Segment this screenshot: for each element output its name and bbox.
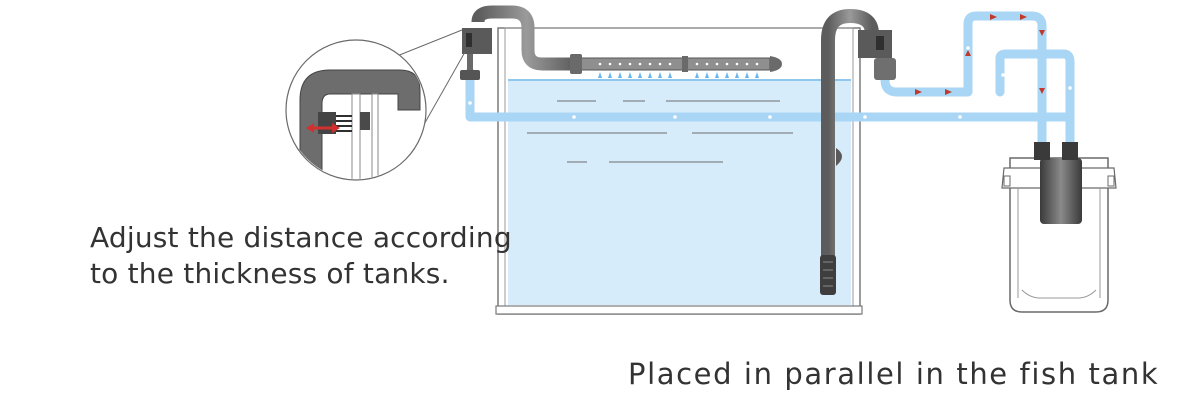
flow-arrow <box>990 14 997 20</box>
parallel-placement-caption: Placed in parallel in the fish tank <box>628 357 1160 391</box>
canister-latch-left <box>1003 175 1011 187</box>
pipe-outflow-line <box>880 11 1047 155</box>
adjust-caption-line1: Adjust the distance according <box>90 221 512 254</box>
flow-arrow <box>1020 14 1027 20</box>
fish-tank <box>495 27 863 315</box>
right-clamp-valve <box>874 58 896 80</box>
adjust-arrow-right <box>332 123 340 133</box>
intake-strainer <box>820 255 836 295</box>
adjust-distance-caption: Adjust the distance according to the thi… <box>90 220 512 292</box>
intake-tube-assembly <box>820 8 896 295</box>
spray-bar-connector <box>570 54 582 74</box>
canister-media-column <box>1040 158 1082 224</box>
adjust-arrow-left <box>306 123 314 133</box>
canister-filter <box>1001 142 1117 313</box>
tank-base <box>495 305 863 315</box>
canister-latch-right <box>1107 175 1115 187</box>
flow-arrow <box>965 50 971 56</box>
zoom-pointer-line-top <box>391 29 463 59</box>
intake-tube <box>821 8 879 265</box>
canister-valve-right <box>1062 142 1078 160</box>
suction-cup <box>836 148 842 166</box>
spray-bar-joint <box>682 56 688 72</box>
flow-arrow <box>1039 88 1045 94</box>
spray-bar-endcap <box>770 56 782 72</box>
flow-arrow <box>1039 30 1045 36</box>
zoom-detail-inset <box>285 29 466 181</box>
left-wall-clamp <box>460 28 492 80</box>
clamp-foot <box>460 70 480 80</box>
outflow-gooseneck <box>471 5 575 71</box>
spray-bar <box>574 57 771 71</box>
tank-glass-edge <box>351 93 361 179</box>
canister-valve-left <box>1034 142 1050 160</box>
adjust-caption-line2: to the thickness of tanks. <box>90 257 450 290</box>
flow-arrow <box>945 89 952 95</box>
flow-markers <box>468 46 1072 119</box>
canister-body <box>1009 157 1109 313</box>
spray-holes <box>598 62 759 66</box>
right-clamp-body <box>858 30 892 58</box>
pipe-intake-loop <box>995 49 1075 122</box>
spray-bar-assembly <box>471 5 782 78</box>
water-ripples <box>527 100 793 163</box>
flow-arrow <box>915 89 922 95</box>
spray-droplets <box>598 72 759 78</box>
